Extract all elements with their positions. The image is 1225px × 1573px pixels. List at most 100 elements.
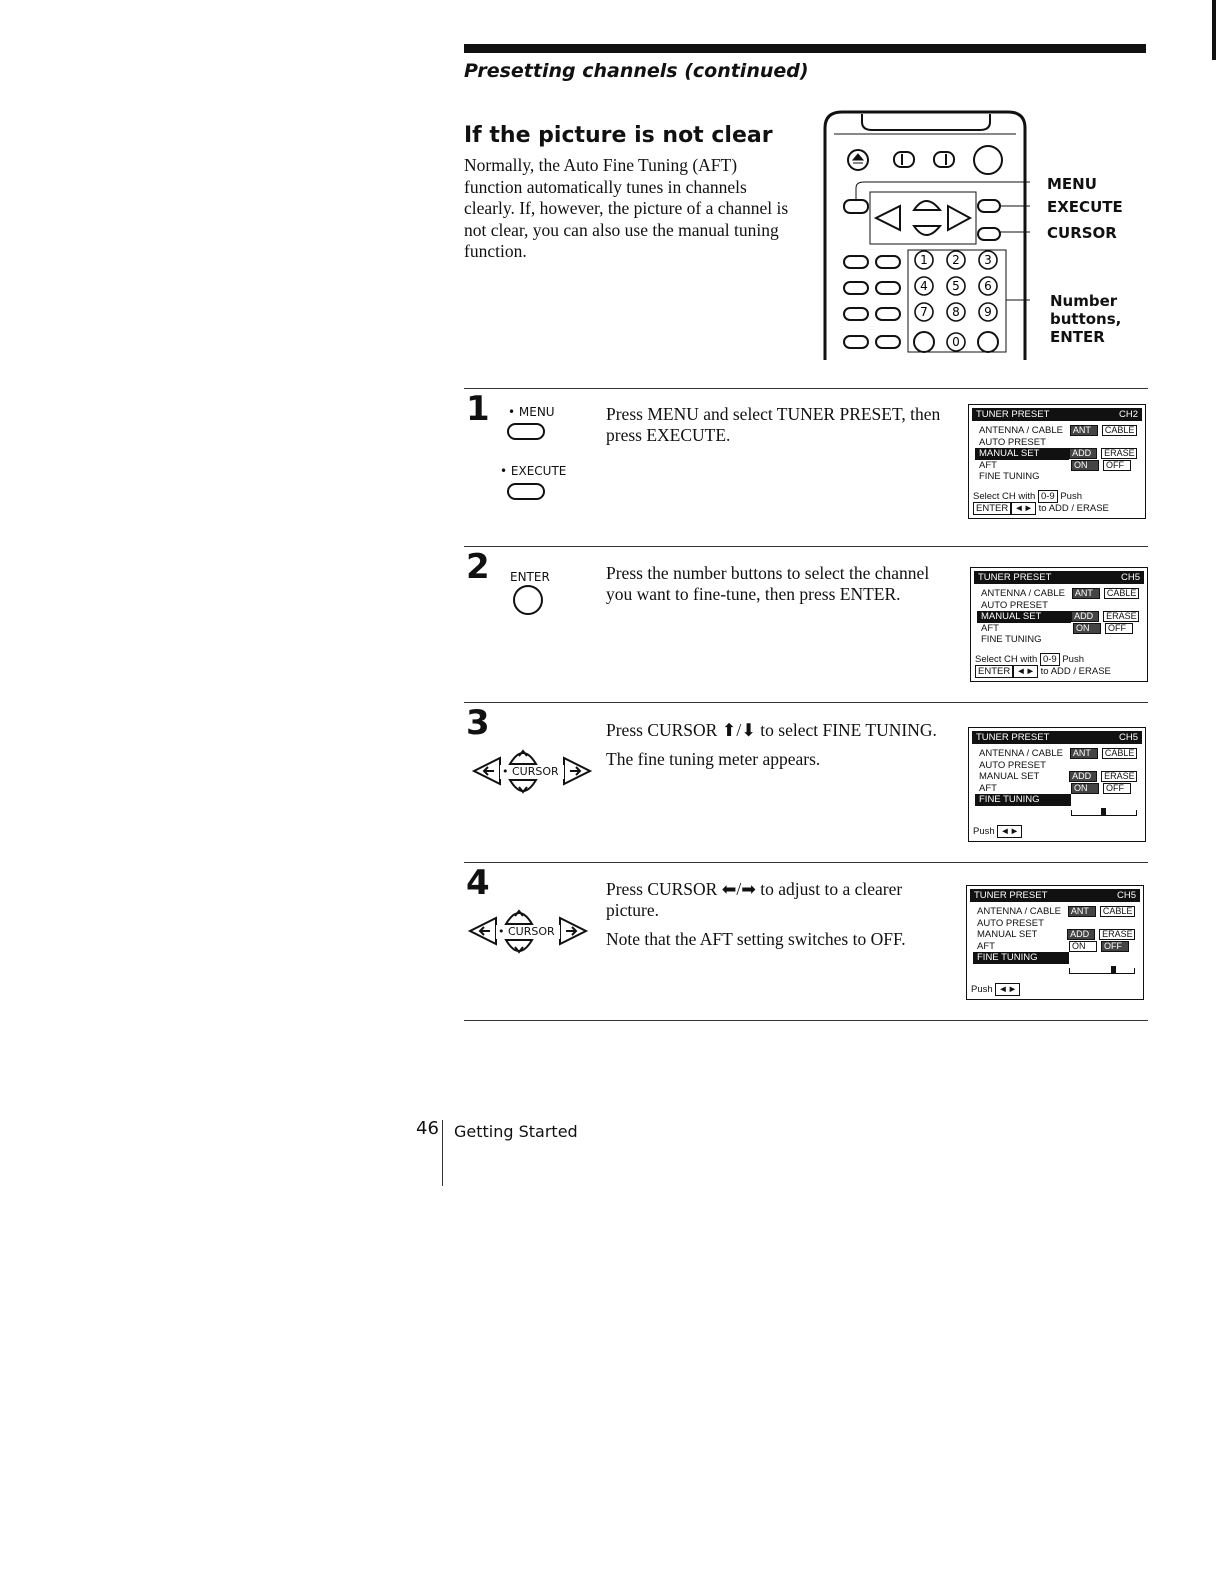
step-divider — [464, 546, 1148, 547]
osd-option: ADD — [1069, 448, 1098, 460]
meter-indicator — [1111, 965, 1116, 973]
osd-option: ANT — [1069, 425, 1098, 437]
osd-option: ON — [1071, 459, 1099, 471]
cursor-up-icon — [912, 200, 943, 211]
digit-label: 2 — [952, 253, 960, 267]
osd-option: ANT — [1069, 748, 1098, 760]
crop-mark — [1212, 0, 1216, 60]
meter-indicator — [1101, 807, 1106, 815]
cursor-label: • CURSOR — [502, 765, 559, 778]
digit-button-icon — [946, 276, 966, 296]
osd-row: AUTO PRESET — [981, 599, 1048, 611]
footer-rule — [442, 1120, 443, 1186]
osd-row: FINE TUNING — [975, 794, 1141, 806]
callout-number-buttons: Number buttons, ENTER — [1050, 292, 1122, 346]
osd-option: ON — [1071, 782, 1099, 794]
button-icon — [933, 151, 955, 168]
digit-button-icon — [946, 250, 966, 270]
digit-label: 4 — [920, 279, 928, 293]
osd-option: ANT — [1067, 906, 1096, 918]
menu-button-icon — [843, 199, 869, 214]
osd-option: OFF — [1105, 622, 1133, 634]
step-1-number: 1 — [466, 389, 490, 429]
enter-button-label: ENTER — [510, 570, 550, 584]
menu-button-icon — [507, 423, 545, 440]
step-4-number: 4 — [466, 863, 490, 903]
osd-footer: Push ◄► — [969, 822, 1145, 841]
osd-option: CABLE — [1101, 748, 1137, 760]
digit-label: 9 — [984, 305, 992, 319]
osd-option: ADD — [1067, 929, 1096, 941]
osd-option: CABLE — [1103, 588, 1139, 600]
digit-label: 0 — [952, 335, 960, 349]
osd-row: FINE TUNING — [979, 471, 1040, 482]
section-title: If the picture is not clear — [464, 123, 773, 148]
callout-menu: MENU — [1047, 175, 1097, 193]
digit-button-icon — [914, 276, 934, 296]
cursor-pad-icon: • CURSOR — [466, 900, 590, 962]
step-divider — [464, 1020, 1148, 1021]
execute-button-icon — [977, 199, 1001, 213]
digit-label: 8 — [952, 305, 960, 319]
osd-option: ON — [1073, 622, 1101, 634]
callout-cursor: CURSOR — [1047, 224, 1117, 242]
osd-row: AUTO PRESET — [979, 436, 1046, 448]
cursor-left-icon — [873, 204, 901, 232]
step-2-text: Press the number buttons to select the c… — [606, 563, 930, 604]
footer-section: Getting Started — [454, 1122, 578, 1141]
digit-button-icon — [914, 250, 934, 270]
intro-paragraph: Normally, the Auto Fine Tuning (AFT) fun… — [464, 155, 789, 261]
osd-option: ERASE — [1103, 611, 1139, 623]
osd-option: ADD — [1071, 611, 1100, 623]
digit-button-icon — [978, 276, 998, 296]
digit-label: 3 — [984, 253, 992, 267]
enter-button-icon — [513, 585, 543, 615]
osd-option: ON — [1069, 940, 1097, 952]
digit-button-icon — [914, 302, 934, 322]
running-head: Presetting channels (continued) — [464, 60, 809, 82]
fine-tuning-meter — [1071, 806, 1141, 818]
step-divider — [464, 388, 1148, 389]
step-divider — [464, 862, 1148, 863]
osd-option: OFF — [1101, 940, 1129, 952]
osd-row: FINE TUNING — [973, 952, 1139, 964]
eject-button-icon — [847, 149, 869, 171]
step-3-text: Press CURSOR ⬆/⬇ to select FINE TUNING. … — [606, 720, 937, 769]
cursor-right-icon — [947, 204, 973, 232]
cursor-label: • CURSOR — [498, 925, 555, 938]
osd-option: ADD — [1069, 771, 1098, 783]
osd-option: OFF — [1103, 782, 1131, 794]
top-rule — [464, 44, 1146, 53]
execute-button-icon — [507, 483, 545, 500]
digit-label: 5 — [952, 279, 960, 293]
cursor-button-icon — [977, 227, 1001, 241]
menu-button-label: • MENU — [508, 405, 555, 419]
osd-row: FINE TUNING — [981, 634, 1042, 645]
digit-button-icon — [946, 332, 966, 352]
power-button-icon — [973, 145, 1003, 175]
osd-option: CABLE — [1101, 425, 1137, 437]
button-icon — [893, 151, 915, 168]
digit-label: 7 — [920, 305, 928, 319]
execute-button-label: • EXECUTE — [500, 464, 567, 478]
